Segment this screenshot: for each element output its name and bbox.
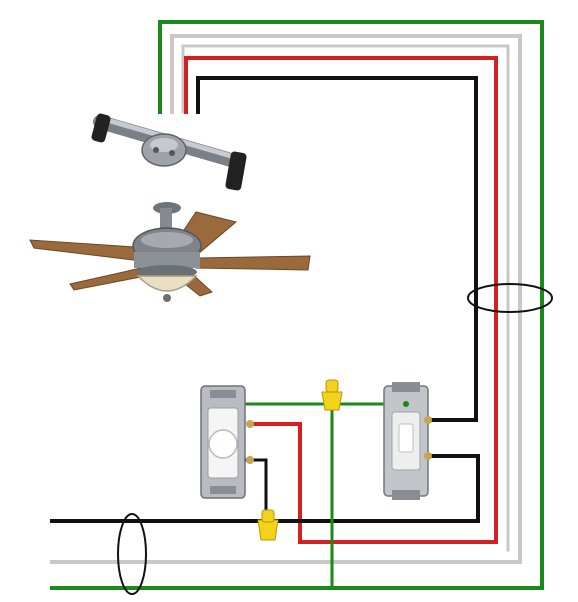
cable-bundle-lower: [117, 513, 147, 595]
dimmer-terminal-top: [246, 420, 254, 428]
toggle-lever: [398, 423, 414, 453]
dimmer-switch: [200, 385, 254, 499]
ground-branch: [244, 400, 386, 590]
red-hot-wire-run: [184, 56, 498, 544]
dimmer-knob: [208, 429, 238, 459]
wire-nut-hot: [257, 509, 279, 541]
toggle-terminal-top: [424, 416, 432, 424]
neutral-wire-run: [50, 34, 522, 564]
toggle-switch: [383, 382, 432, 500]
wire-nut-ground: [321, 379, 343, 411]
cable-bundle-upper: [467, 283, 553, 313]
fan-blade-right: [195, 255, 311, 271]
black-hot-wire-run: [196, 76, 478, 422]
ground-wire-run: [50, 20, 544, 590]
fan-blade-left: [29, 239, 151, 263]
dimmer-terminal-bottom: [246, 456, 254, 464]
toggle-terminal-bottom: [424, 452, 432, 460]
fan-brace-bar: [91, 113, 247, 191]
toggle-ground-screw: [403, 401, 409, 407]
ceiling-fan: [29, 202, 311, 302]
